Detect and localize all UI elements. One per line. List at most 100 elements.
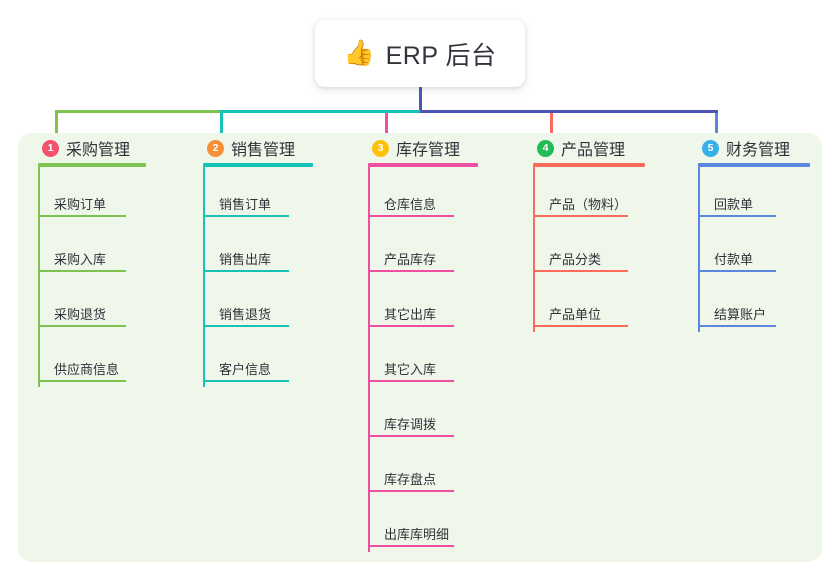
branch-item-label: 其它出库 [384, 306, 437, 322]
branch-header-4[interactable]: 4 产品管理 [533, 133, 645, 163]
bus-connector-3 [420, 110, 718, 113]
branch-item-rule [698, 324, 776, 327]
branch-title: 财务管理 [726, 142, 791, 159]
branch-item-rule [533, 269, 628, 272]
branch-item-rule [203, 324, 289, 327]
branch-item[interactable]: 结算账户 [698, 277, 810, 332]
branch-item-label: 结算账户 [714, 306, 767, 322]
branch-number-badge: 5 [702, 139, 719, 157]
branch-item[interactable]: 销售订单 [203, 167, 313, 222]
branch-item-rule [38, 379, 126, 382]
drop-connector-5 [715, 113, 718, 149]
branch-item-label: 其它入库 [384, 361, 437, 377]
branch-item[interactable]: 库存盘点 [368, 442, 478, 497]
branch-item-rule [203, 379, 289, 382]
branch-items: 采购订单采购入库采购退货供应商信息 [38, 166, 146, 387]
branch-item-rule [533, 324, 628, 327]
root-node-content: 👍 ERP 后台 [343, 36, 496, 72]
branch-item-label: 出库库明细 [384, 526, 450, 542]
branch-number-badge: 3 [372, 139, 389, 157]
branch-item-label: 回款单 [714, 196, 754, 212]
branch-number-badge: 4 [537, 139, 554, 157]
branch-item-rule [203, 214, 289, 217]
drop-connector-4 [550, 113, 553, 149]
branch-item-label: 产品库存 [384, 251, 437, 267]
branch-item[interactable]: 其它入库 [368, 332, 478, 387]
branch-item-label: 产品分类 [549, 251, 602, 267]
branch-item[interactable]: 产品单位 [533, 277, 645, 332]
branch-column-5: 5 财务管理回款单付款单结算账户 [698, 133, 810, 332]
branch-item[interactable]: 采购入库 [38, 222, 146, 277]
branch-item-label: 销售出库 [219, 251, 272, 267]
branch-item-rule [38, 214, 126, 217]
branch-item-rule [698, 214, 776, 217]
branch-trunk-line [698, 166, 700, 332]
branch-trunk-line [533, 166, 535, 332]
branch-number-badge: 2 [207, 139, 224, 157]
branch-column-1: 1 采购管理采购订单采购入库采购退货供应商信息 [38, 133, 146, 387]
drop-connector-1 [55, 113, 58, 149]
branch-item-rule [368, 324, 454, 327]
branch-item[interactable]: 出库库明细 [368, 497, 478, 552]
branch-trunk-line [368, 166, 370, 552]
drop-connector-3 [385, 113, 388, 149]
branch-item-label: 采购退货 [54, 306, 107, 322]
branch-title: 产品管理 [561, 142, 626, 159]
branch-title: 销售管理 [231, 142, 296, 159]
branch-number-badge: 1 [42, 139, 59, 157]
thumbs-up-icon: 👍 [343, 39, 375, 67]
branch-header-2[interactable]: 2 销售管理 [203, 133, 313, 163]
branch-item[interactable]: 采购退货 [38, 277, 146, 332]
root-node[interactable]: 👍 ERP 后台 [315, 20, 525, 87]
root-node-title: ERP 后台 [385, 41, 497, 70]
branch-item[interactable]: 付款单 [698, 222, 810, 277]
branch-header-rule [533, 163, 645, 167]
branch-item-label: 销售退货 [219, 306, 272, 322]
branch-item-label: 采购订单 [54, 196, 107, 212]
branch-item-rule [38, 269, 126, 272]
branch-item[interactable]: 仓库信息 [368, 167, 478, 222]
branch-item[interactable]: 产品（物料） [533, 167, 645, 222]
branch-item-rule [203, 269, 289, 272]
branch-items: 回款单付款单结算账户 [698, 166, 810, 332]
branch-header-rule [203, 163, 313, 167]
branch-column-4: 4 产品管理产品（物料） 产品分类产品单位 [533, 133, 645, 332]
branch-item-label: 销售订单 [219, 196, 272, 212]
branch-item-label: 仓库信息 [384, 196, 437, 212]
branch-item[interactable]: 产品分类 [533, 222, 645, 277]
branch-items: 仓库信息产品库存其它出库其它入库库存调拨库存盘点出库库明细 [368, 166, 478, 552]
branch-item-label: 产品单位 [549, 306, 602, 322]
branch-item-rule [368, 434, 454, 437]
branch-trunk-line [203, 166, 205, 387]
branch-column-3: 3 库存管理仓库信息产品库存其它出库其它入库库存调拨库存盘点出库库明细 [368, 133, 478, 552]
branch-header-rule [698, 163, 810, 167]
branch-item-rule [698, 269, 776, 272]
branch-header-1[interactable]: 1 采购管理 [38, 133, 146, 163]
bus-connector-1 [55, 110, 223, 113]
branch-item-label: 付款单 [714, 251, 754, 267]
branch-item[interactable]: 销售退货 [203, 277, 313, 332]
branch-item[interactable]: 供应商信息 [38, 332, 146, 387]
branch-item[interactable]: 其它出库 [368, 277, 478, 332]
branch-item[interactable]: 库存调拨 [368, 387, 478, 442]
branch-item-label: 客户信息 [219, 361, 272, 377]
branch-header-3[interactable]: 3 库存管理 [368, 133, 478, 163]
branch-item-label: 产品（物料） [549, 196, 628, 212]
branch-title: 库存管理 [396, 142, 461, 159]
branch-header-rule [368, 163, 478, 167]
branch-item[interactable]: 销售出库 [203, 222, 313, 277]
branch-item-rule [38, 324, 126, 327]
branch-item[interactable]: 产品库存 [368, 222, 478, 277]
root-stem-connector [419, 87, 422, 111]
branch-item-label: 供应商信息 [54, 361, 120, 377]
branch-item-rule [368, 489, 454, 492]
branch-item[interactable]: 采购订单 [38, 167, 146, 222]
branch-header-5[interactable]: 5 财务管理 [698, 133, 810, 163]
branch-item-rule [368, 544, 454, 547]
branch-title: 采购管理 [66, 142, 131, 159]
branch-trunk-line [38, 166, 40, 387]
bus-connector-2 [220, 110, 423, 113]
branch-item[interactable]: 回款单 [698, 167, 810, 222]
branch-item[interactable]: 客户信息 [203, 332, 313, 387]
